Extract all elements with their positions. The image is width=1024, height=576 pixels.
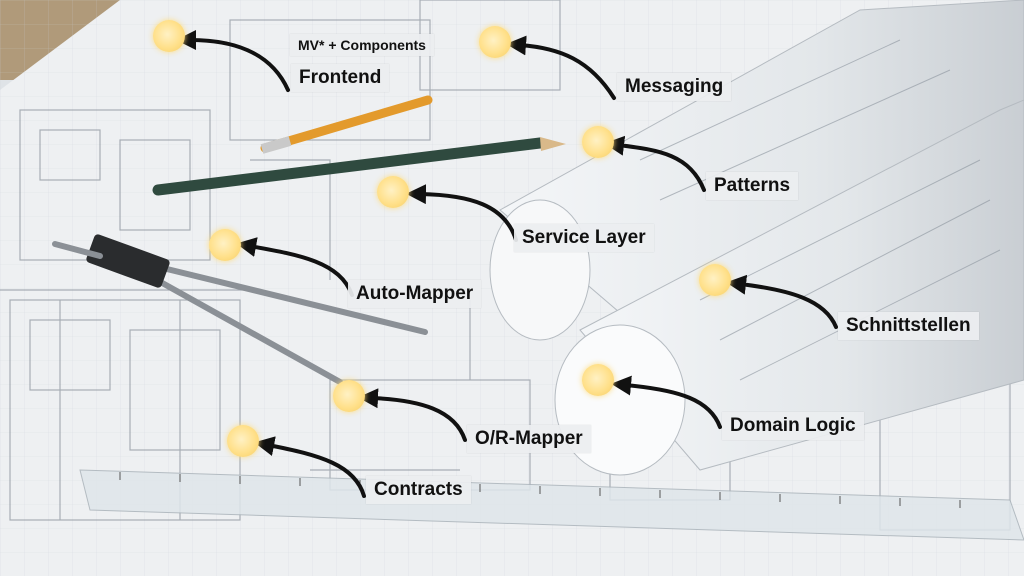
label-auto-mapper: Auto-Mapper	[348, 280, 482, 308]
label-schnittstellen: Schnittstellen	[838, 312, 979, 340]
label-contracts: Contracts	[366, 476, 471, 504]
marker-dot-icon	[227, 425, 259, 457]
label-mv-components: MV* + Components	[290, 34, 434, 56]
label-service-layer: Service Layer	[514, 224, 654, 252]
marker-dot-icon	[377, 176, 409, 208]
marker-dot-icon	[153, 20, 185, 52]
label-patterns: Patterns	[706, 172, 799, 200]
marker-dot-icon	[333, 380, 365, 412]
marker-dot-icon	[582, 364, 614, 396]
label-frontend: Frontend	[291, 64, 390, 92]
label-or-mapper: O/R-Mapper	[467, 425, 591, 453]
marker-dot-icon	[479, 26, 511, 58]
label-domain-logic: Domain Logic	[722, 412, 864, 440]
marker-dot-icon	[582, 126, 614, 158]
marker-dot-icon	[699, 264, 731, 296]
marker-dot-icon	[209, 229, 241, 261]
label-messaging: Messaging	[617, 73, 732, 101]
